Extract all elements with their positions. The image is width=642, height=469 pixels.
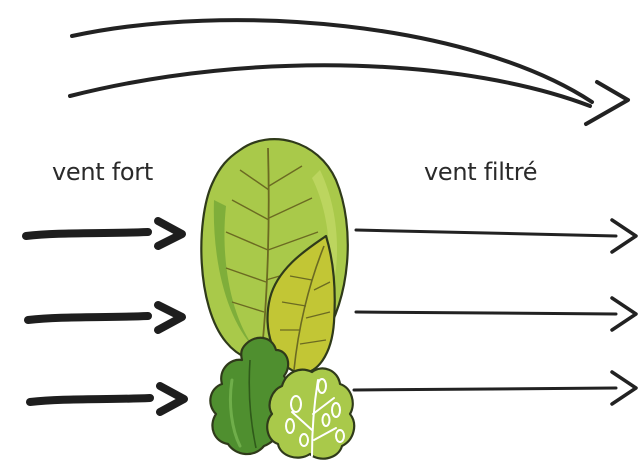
strong-wind-arrows — [26, 221, 184, 412]
filtered-wind-label: vent filtré — [424, 158, 537, 186]
deflected-wind-line-top — [72, 20, 592, 102]
deflected-wind-arrows — [70, 20, 628, 124]
hedge-vegetation — [201, 139, 354, 459]
strong-wind-label: vent fort — [52, 158, 153, 186]
filtered-wind-arrow-1 — [356, 220, 636, 252]
filtered-wind-arrows — [354, 220, 636, 404]
filtered-wind-arrow-2 — [356, 298, 636, 330]
strong-wind-arrow-3 — [30, 386, 184, 412]
strong-wind-arrow-1 — [26, 221, 182, 246]
filtered-wind-arrow-3 — [354, 372, 636, 404]
strong-wind-arrow-2 — [28, 305, 182, 330]
deflected-wind-line-bottom — [70, 65, 590, 106]
